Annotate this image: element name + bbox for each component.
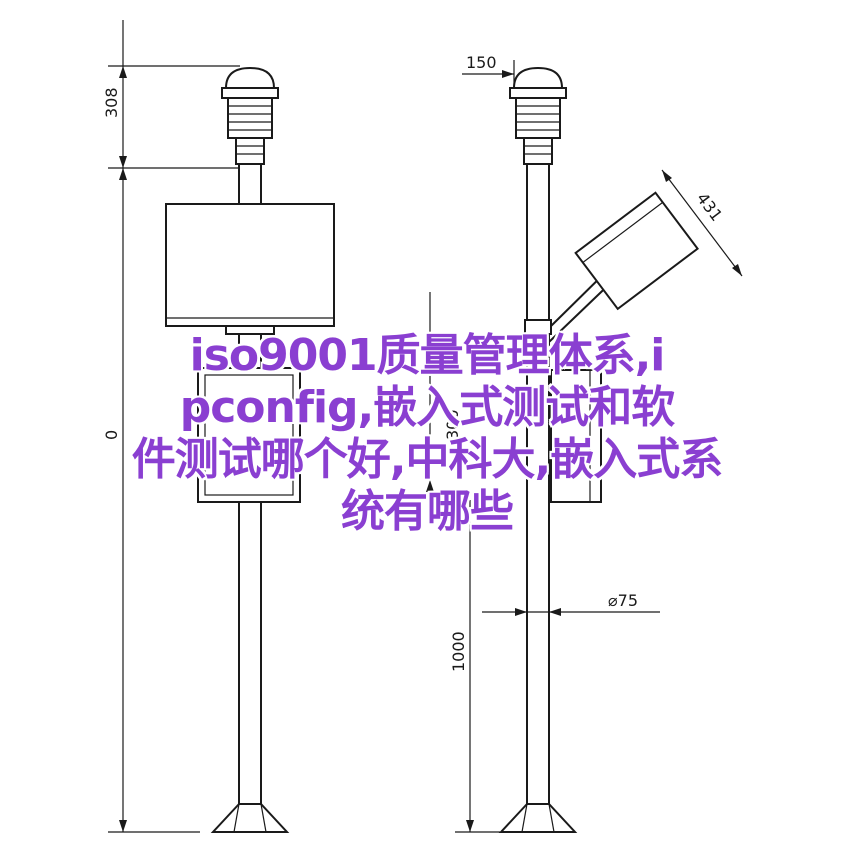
- title-line-4: 统有哪些: [341, 486, 514, 537]
- dim-label-crossarm: 150: [466, 53, 497, 72]
- dim-label-base: 1000: [449, 631, 468, 672]
- control-box-door: [204, 374, 294, 496]
- dim-line-panel: [661, 169, 743, 277]
- right-station-view: 150: [426, 53, 743, 833]
- arrow-head: [119, 168, 127, 180]
- sensor-louver: [227, 97, 273, 139]
- title-line-3: 件测试哪个好,中科大,嵌入式系: [131, 434, 723, 485]
- dim-label-panel: 431: [693, 189, 727, 225]
- tilted-panel: [574, 191, 699, 311]
- right-pole-base: [498, 803, 578, 833]
- arrow-head: [119, 820, 127, 832]
- arrow-head: [119, 156, 127, 168]
- arrow-head: [119, 66, 127, 78]
- sensor-cap: [221, 87, 279, 99]
- right-control-box: [550, 369, 602, 503]
- right-sensor-louver: [515, 97, 561, 139]
- title-overlay: iso9001质量管理体系,i pconfig,嵌入式测试和软 件测试哪个好,中…: [0, 330, 854, 538]
- left-panel: [165, 203, 335, 327]
- dim-label-diameter: ⌀75: [608, 591, 638, 610]
- panel-bracket: [225, 325, 275, 335]
- sensor-mount: [235, 137, 265, 165]
- right-sensor-dome: [512, 66, 564, 89]
- dim-label-box: 300: [443, 409, 462, 440]
- dim-label-left-total: 0: [102, 430, 121, 440]
- title-line-2: pconfig,嵌入式测试和软: [179, 382, 676, 433]
- left-station-view: 308 0: [102, 20, 335, 833]
- left-pole-base: [210, 803, 290, 833]
- sensor-dome: [224, 66, 276, 89]
- left-control-box: [197, 367, 301, 503]
- title-line-1: iso9001质量管理体系,i: [189, 330, 666, 381]
- dim-label-total-height: 308: [102, 87, 121, 118]
